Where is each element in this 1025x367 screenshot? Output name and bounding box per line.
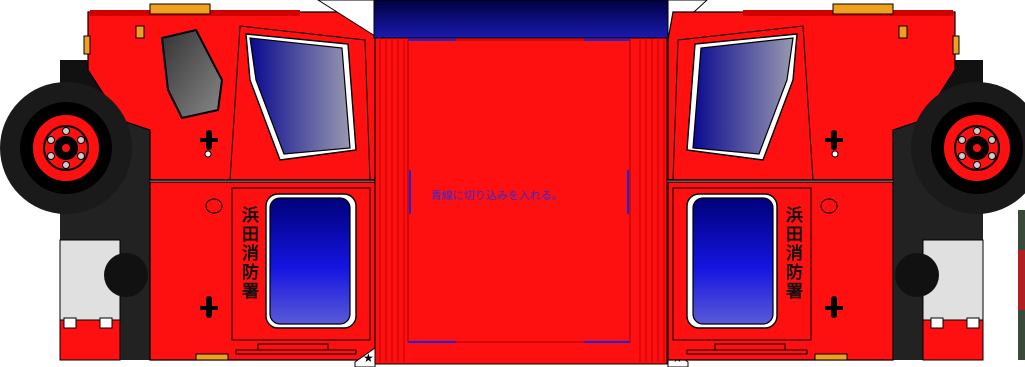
cropped-photo-strip	[1018, 210, 1025, 360]
right-cab-panel	[667, 3, 1025, 361]
right-door-lettering: 浜田消防署	[782, 206, 802, 301]
cut-instruction-text: 青線に切り込みを入れる。	[431, 189, 563, 202]
left-cab-panel	[0, 3, 376, 361]
center-roof-panel: ★ ★	[317, 0, 708, 367]
left-door-lettering: 浜田消防署	[238, 206, 258, 301]
star-icon: ★	[363, 351, 374, 365]
